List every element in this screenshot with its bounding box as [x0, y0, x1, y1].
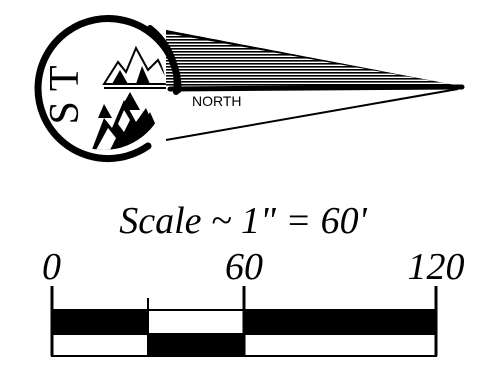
scale-tick-label-2: 120	[408, 246, 465, 288]
scale-segment-top-0	[51, 309, 149, 335]
scale-segment-bottom-2	[243, 333, 437, 357]
scale-bar: Scale ~ 1" = 60' 0 60 120	[42, 200, 465, 357]
scale-segment-top-1	[147, 309, 245, 335]
compass-ring-tail	[147, 25, 180, 95]
scale-tick-labels: 0 60 120	[42, 246, 465, 288]
north-label: NORTH	[192, 93, 242, 109]
scale-segments	[51, 309, 437, 357]
scale-ticks	[50, 286, 438, 356]
scale-segment-bottom-0	[51, 333, 149, 357]
scale-segment-bottom-1	[147, 333, 245, 357]
scale-title: Scale ~ 1" = 60'	[119, 200, 367, 242]
scale-segment-top-2	[243, 309, 437, 335]
north-arrow-shaft	[167, 84, 465, 92]
scale-tick-label-0: 0	[42, 246, 61, 288]
north-arrow: ST NORTH	[34, 15, 465, 163]
north-arrow-lower-edge	[165, 88, 459, 141]
scale-tick-label-1: 60	[225, 246, 263, 288]
monogram: ST	[42, 55, 88, 124]
north-arrow-upper-edge	[166, 30, 460, 86]
monogram-text: ST	[42, 55, 88, 124]
